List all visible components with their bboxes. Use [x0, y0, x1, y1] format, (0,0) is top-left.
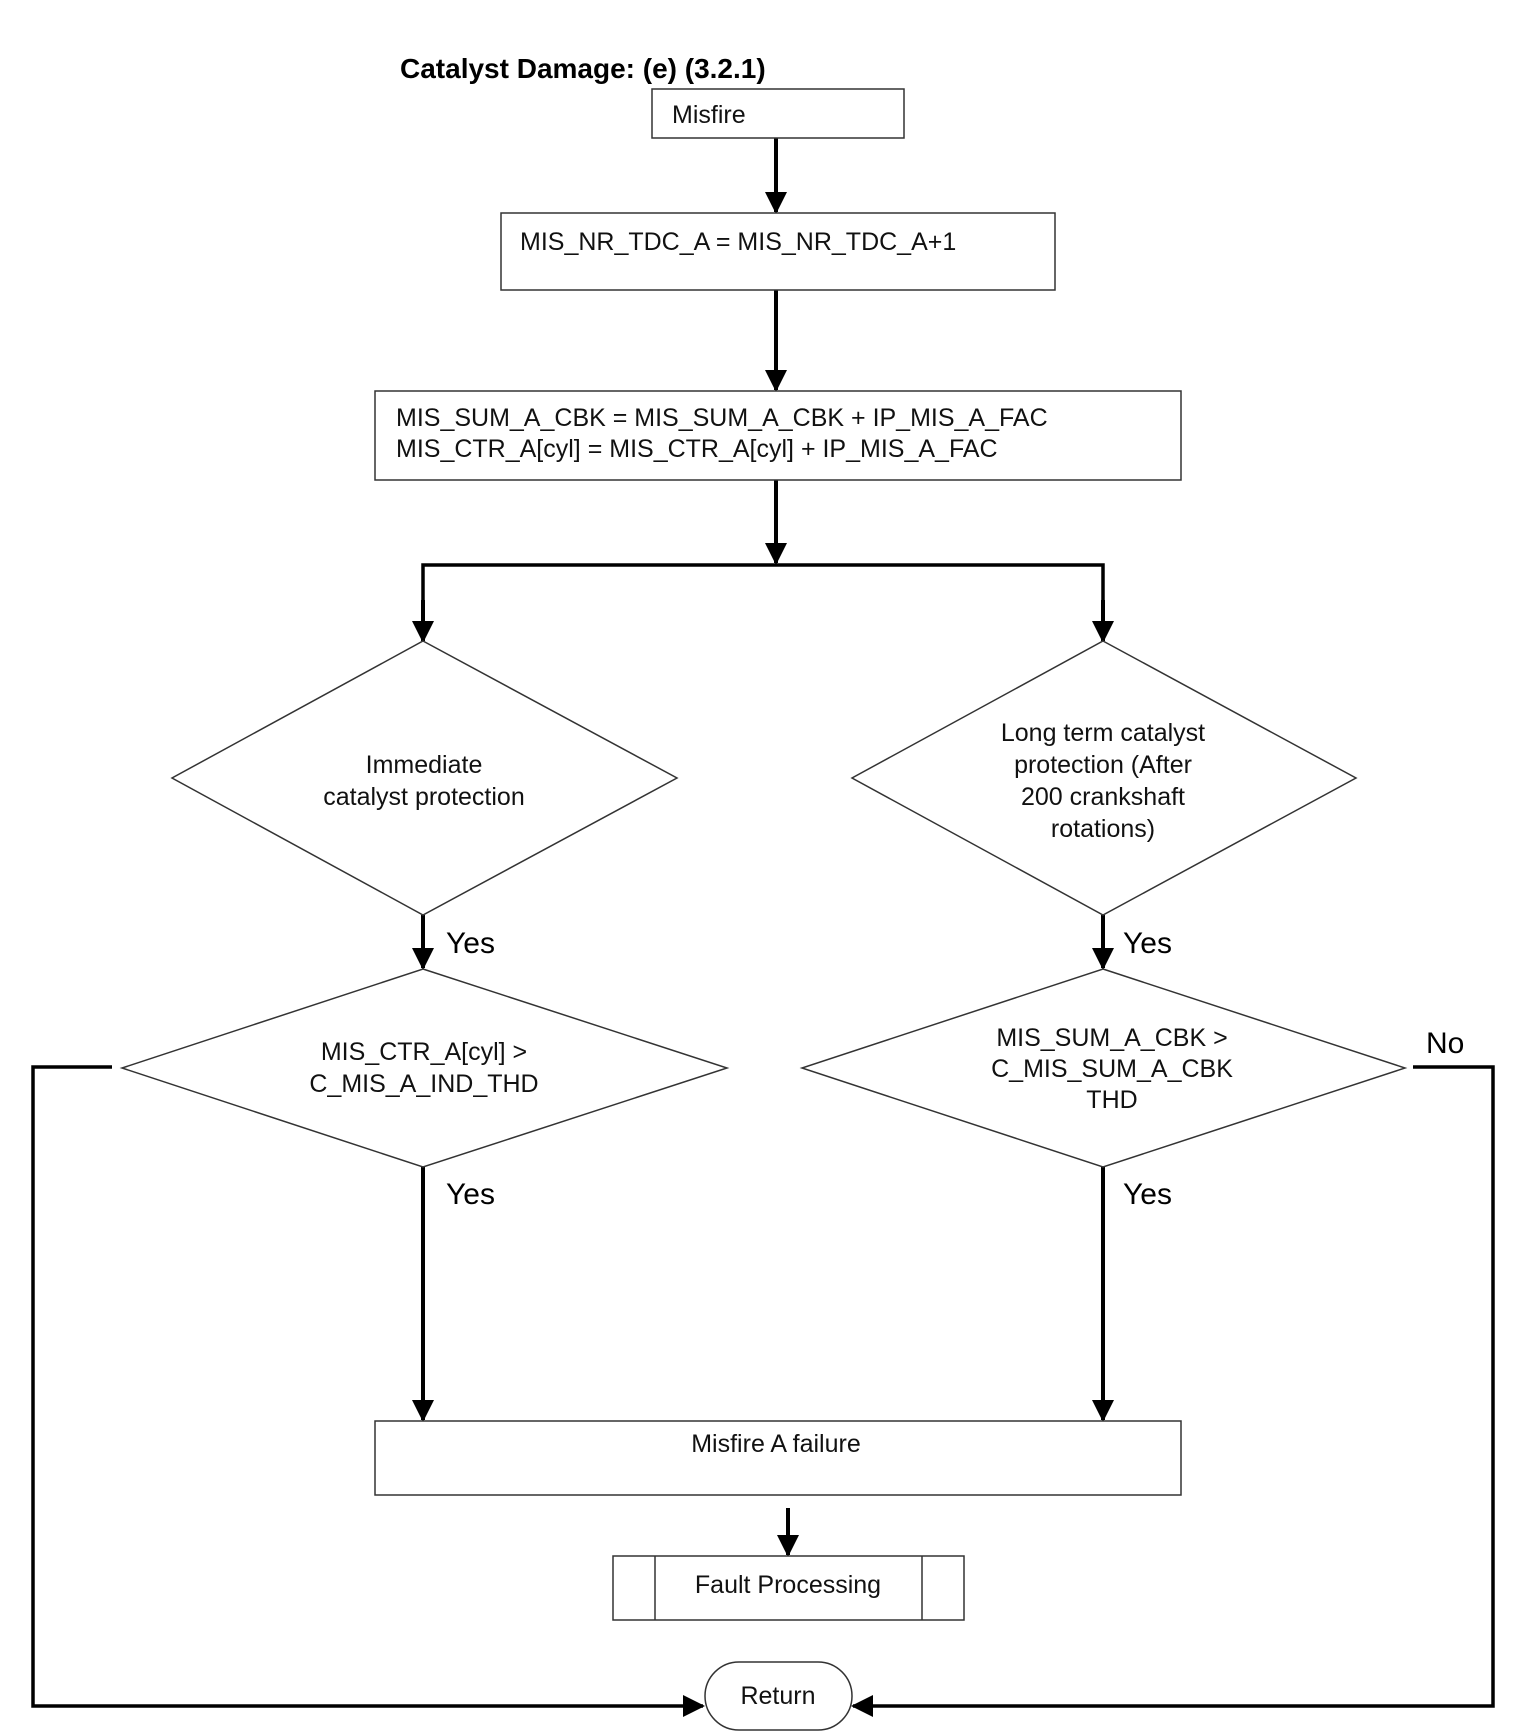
node-sum-check: MIS_SUM_A_CBK > C_MIS_SUM_A_CBK THD	[799, 968, 1408, 1168]
edge-branch-split	[421, 563, 1105, 640]
label-immediate-yes: Yes	[446, 927, 495, 960]
edge-labels: Yes Yes Yes Yes No	[446, 927, 1464, 1211]
label-sum-yes: Yes	[1123, 1178, 1172, 1211]
diagram-title: Catalyst Damage: (e) (3.2.1)	[400, 53, 766, 84]
node-misfire: Misfire	[651, 88, 905, 139]
node-immediate-line2: catalyst protection	[323, 783, 525, 811]
node-return: Return	[704, 1661, 853, 1731]
node-increment-tdc-label: MIS_NR_TDC_A = MIS_NR_TDC_A+1	[520, 228, 956, 256]
node-longterm-line2: protection (After	[1014, 751, 1192, 779]
label-sum-no: No	[1426, 1027, 1464, 1060]
node-misfire-label: Misfire	[672, 101, 746, 129]
node-ctr-check: MIS_CTR_A[cyl] > C_MIS_A_IND_THD	[119, 968, 730, 1168]
node-longterm-line1: Long term catalyst	[1001, 719, 1205, 747]
node-sum-update: MIS_SUM_A_CBK = MIS_SUM_A_CBK + IP_MIS_A…	[374, 390, 1182, 481]
node-ctr-check-line1: MIS_CTR_A[cyl] >	[321, 1038, 527, 1066]
node-fault-processing-label: Fault Processing	[695, 1571, 881, 1599]
label-ctr-yes: Yes	[446, 1178, 495, 1211]
edge-ctrcheck-no-return	[31, 1065, 705, 1717]
node-longterm-protection: Long term catalyst protection (After 200…	[850, 640, 1358, 916]
node-immediate-protection: Immediate catalyst protection	[170, 640, 679, 916]
node-sum-update-line2: MIS_CTR_A[cyl] = MIS_CTR_A[cyl] + IP_MIS…	[396, 435, 998, 463]
node-return-label: Return	[740, 1682, 815, 1710]
node-immediate-line1: Immediate	[366, 751, 483, 779]
node-sum-check-line2: C_MIS_SUM_A_CBK	[991, 1055, 1233, 1083]
node-longterm-line4: rotations)	[1051, 815, 1155, 843]
node-ctr-check-line2: C_MIS_A_IND_THD	[309, 1070, 538, 1098]
node-increment-tdc: MIS_NR_TDC_A = MIS_NR_TDC_A+1	[500, 212, 1056, 291]
node-sum-update-line1: MIS_SUM_A_CBK = MIS_SUM_A_CBK + IP_MIS_A…	[396, 404, 1048, 432]
connectors	[31, 138, 1495, 1717]
node-longterm-line3: 200 crankshaft	[1021, 783, 1185, 811]
edge-sumcheck-no-return	[851, 1065, 1495, 1717]
node-sum-check-line1: MIS_SUM_A_CBK >	[996, 1024, 1227, 1052]
node-sum-check-line3: THD	[1086, 1086, 1137, 1114]
node-fault-processing: Fault Processing	[612, 1555, 965, 1621]
node-failure-label: Misfire A failure	[691, 1430, 861, 1458]
node-failure: Misfire A failure	[374, 1420, 1182, 1496]
label-longterm-yes: Yes	[1123, 927, 1172, 960]
